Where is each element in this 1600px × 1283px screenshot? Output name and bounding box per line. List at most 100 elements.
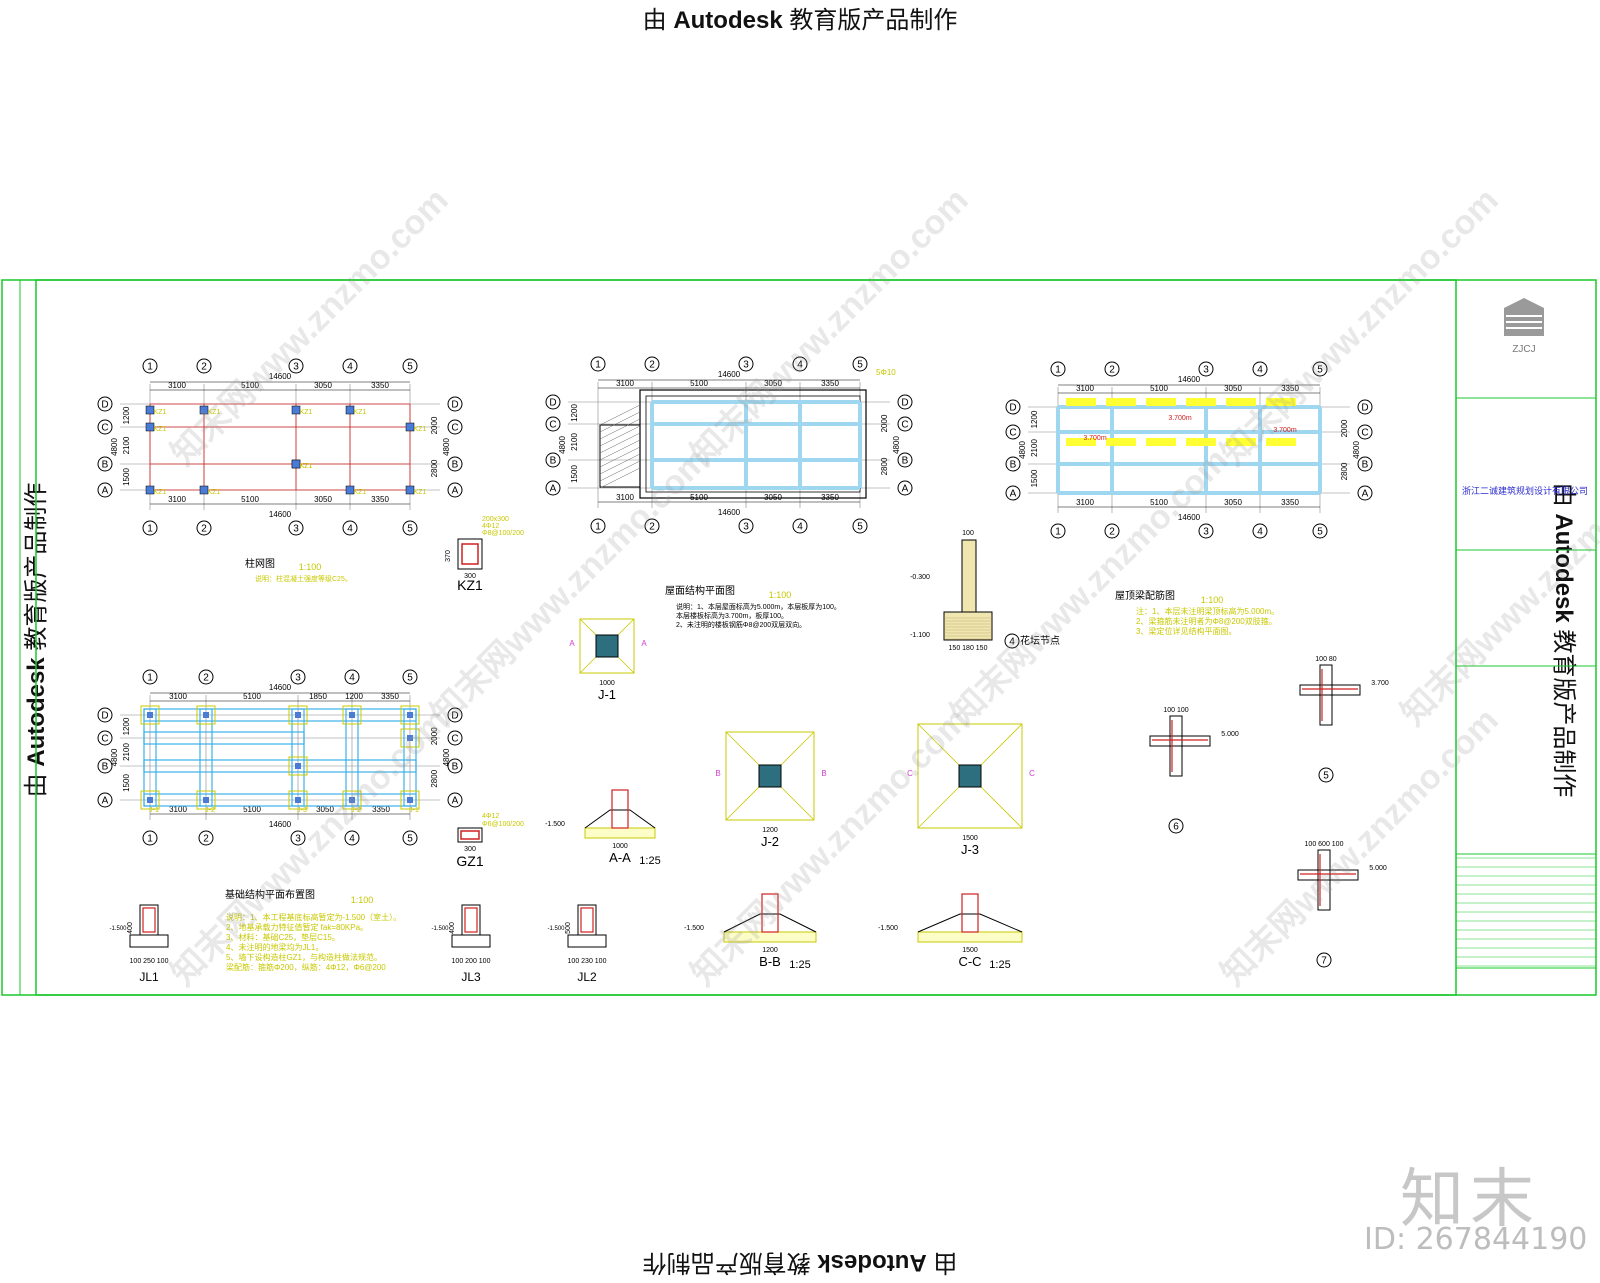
section-scale: 1:25 — [639, 855, 660, 867]
axis-bubble — [447, 419, 463, 435]
column — [349, 712, 355, 718]
beam-rebar — [580, 907, 594, 933]
beam-rebar — [464, 907, 478, 933]
elev-tag: 3.700m — [1168, 415, 1192, 422]
axis-bubble — [1050, 361, 1066, 377]
pad-dim: 1500 — [962, 835, 978, 842]
dim-row: 1200 — [122, 717, 131, 735]
dim-right: 2800 — [430, 769, 439, 787]
dim-right-total: 4800 — [442, 438, 451, 456]
section-base — [723, 931, 817, 943]
dim-span: 3050 — [1224, 498, 1242, 507]
banner-top: 由 Autodesk 教育版产品制作 — [0, 0, 1600, 35]
dim-row: 1200 — [570, 404, 579, 422]
dim-span: 3050 — [314, 381, 332, 390]
axis-bubble — [644, 356, 660, 372]
section-rebar — [611, 789, 629, 829]
pad-section-mark: A — [641, 639, 647, 648]
hatch — [599, 411, 641, 433]
axis-bubble — [1104, 361, 1120, 377]
plan-title: 柱网图 — [245, 557, 275, 570]
axis-bubble — [447, 456, 463, 472]
roof-outline — [639, 389, 867, 499]
dim-span: 1200 — [345, 692, 363, 701]
axis-bubble-label: 1 — [1055, 365, 1061, 376]
footing-tag: J-3 — [297, 807, 307, 814]
dim-total: 14600 — [269, 510, 292, 519]
plan-note: 3、材料：基础C25，垫层C15。 — [226, 932, 340, 942]
strip-footing — [403, 708, 417, 807]
beam-line — [652, 486, 860, 490]
node-dim: 100 — [962, 530, 974, 537]
pad-column — [758, 764, 782, 788]
section-label: C-C — [958, 954, 981, 969]
section-rebar — [961, 893, 979, 933]
brand-logo: 知末 — [1400, 1163, 1540, 1237]
axis-bubble — [1357, 424, 1373, 440]
beam-level: -1.500 — [431, 926, 449, 932]
axis-bubble — [196, 358, 212, 374]
axis-bubble-label: D — [101, 711, 108, 722]
dim-span: 3050 — [1224, 384, 1242, 393]
hatch — [599, 404, 641, 426]
section-label: A-A — [609, 850, 631, 865]
beam-line — [1258, 407, 1262, 493]
pad-section-mark: B — [821, 769, 826, 778]
pad-label: J-3 — [961, 842, 979, 857]
column-tag: KZ1 — [208, 489, 221, 496]
pad-dim: 1200 — [762, 827, 778, 834]
beam-line — [1058, 462, 1320, 466]
axis-bubble — [447, 792, 463, 808]
axis-bubble-label: B — [102, 762, 109, 773]
kz1-rebar — [461, 543, 479, 565]
axis-bubble — [196, 520, 212, 536]
axis-bubble — [97, 792, 113, 808]
pad-footing — [140, 705, 160, 725]
axis-bubble — [1005, 485, 1021, 501]
column-kz1 — [145, 485, 155, 495]
axis-bubble-label: 4 — [797, 522, 803, 533]
dim-total: 14600 — [1178, 375, 1201, 384]
plan-note: 说明：1、本层屋面标高为5.000m，本层板厚为100。 — [676, 602, 841, 611]
pad-footing — [196, 790, 216, 810]
beam-dim: 400 — [449, 922, 456, 934]
section-rebar — [761, 893, 779, 933]
column-tag: KZ1 — [414, 426, 427, 433]
axis-bubble — [97, 482, 113, 498]
column-tag: KZ1 — [154, 409, 167, 416]
plan-tag: 5Φ10 — [876, 368, 896, 377]
beam-annotation — [1266, 398, 1296, 406]
beam-annotation — [1146, 438, 1176, 446]
axis-bubble-label: B — [452, 460, 459, 471]
axis-bubble-label: 1 — [147, 524, 153, 535]
axis-bubble — [97, 456, 113, 472]
axis-bubble-label: 5 — [1317, 527, 1323, 538]
node-rebar — [1300, 854, 1356, 906]
axis-bubble-label: C — [1009, 428, 1016, 439]
axis-bubble — [142, 830, 158, 846]
axis-bubble-label: B — [550, 456, 557, 467]
node-slab — [1299, 684, 1361, 696]
plan-scale: 1:100 — [351, 895, 374, 905]
dim-right: 2800 — [1340, 462, 1349, 480]
dim-span: 5100 — [241, 495, 259, 504]
section-slope — [584, 809, 656, 829]
section-base — [584, 827, 656, 839]
beam-line — [652, 458, 860, 462]
axis-bubble — [644, 518, 660, 534]
node-rebar — [1152, 720, 1208, 772]
dim-right: 2000 — [430, 727, 439, 745]
beam-line — [652, 422, 860, 426]
axis-bubble — [792, 356, 808, 372]
beam-annotation — [1066, 438, 1096, 446]
hatch — [599, 460, 641, 482]
axis-bubble-label: 5 — [1317, 365, 1323, 376]
axis-bubble — [97, 758, 113, 774]
